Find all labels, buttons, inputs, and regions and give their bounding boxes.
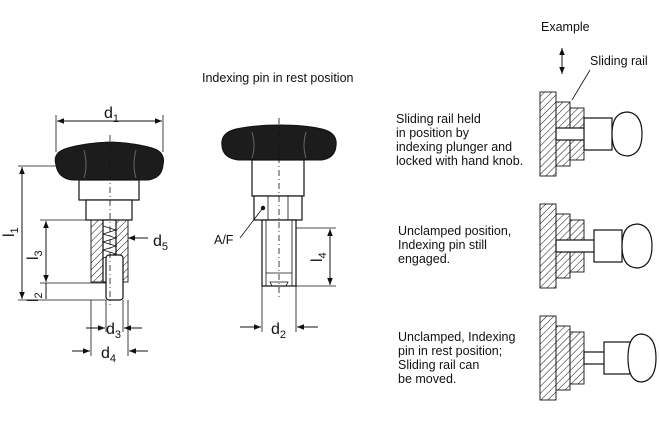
example-title: Example — [541, 20, 590, 34]
dim-d5: d5 — [153, 233, 168, 253]
dim-d2: d2 — [271, 321, 286, 341]
note-1-line-3: indexing plunger and — [396, 140, 512, 154]
dim-l4: l4 — [309, 252, 329, 262]
note-3-line-3: Sliding rail can — [398, 358, 479, 372]
rest-position-title: Indexing pin in rest position — [202, 71, 354, 85]
note-1-line-4: locked with hand knob. — [396, 154, 523, 168]
note-2-line-1: Unclamped position, — [398, 224, 511, 238]
note-1-line-2: in position by — [396, 126, 470, 140]
dim-d1: d1 — [104, 105, 119, 125]
af-label: A/F — [214, 233, 234, 247]
example-unclamped-engaged — [539, 203, 653, 289]
sliding-rail-label: Sliding rail — [590, 54, 648, 68]
plunger-side-view: d1 l1 l3 l2 d5 d3 d4 — [1, 105, 168, 365]
dim-l3: l3 — [25, 250, 45, 260]
note-3-line-4: be moved. — [398, 372, 456, 386]
plunger-rest-view: A/F l4 d2 — [214, 118, 337, 341]
note-1-line-1: Sliding rail held — [396, 112, 481, 126]
note-3-line-1: Unclamped, Indexing — [398, 330, 515, 344]
note-2-line-3: engaged. — [398, 252, 450, 266]
note-2-line-2: Indexing pin still — [398, 238, 487, 252]
dim-d3: d3 — [106, 321, 121, 341]
dim-l2: l2 — [25, 292, 45, 302]
example-engaged-locked — [539, 91, 643, 177]
dim-d4: d4 — [101, 345, 116, 365]
dim-l1: l1 — [1, 227, 21, 237]
note-3-line-2: pin in rest position; — [398, 344, 502, 358]
example-rest-position — [539, 315, 657, 401]
